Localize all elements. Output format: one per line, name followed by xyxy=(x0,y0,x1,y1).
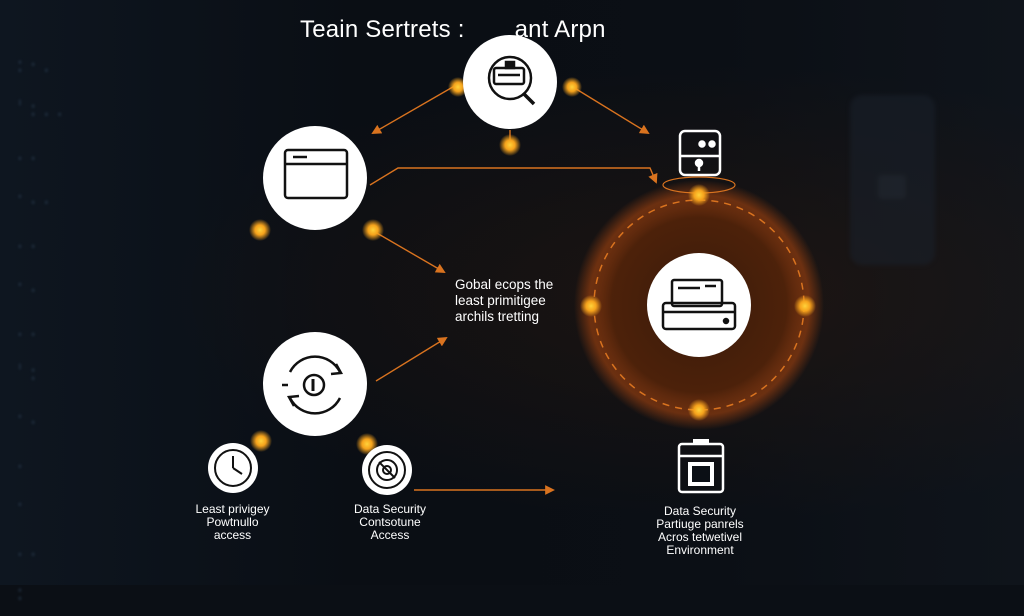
dot xyxy=(250,430,272,452)
label-line: Partiuge panrels xyxy=(656,517,744,531)
label-line: Access xyxy=(370,528,410,542)
center-note: Gobal ecops the least primitigee archils… xyxy=(455,277,553,325)
browser-window-icon xyxy=(283,148,349,200)
label-line: Environment xyxy=(666,543,734,557)
sync-cycle-icon xyxy=(282,355,344,415)
label-data-security-environment: Data Security Partiuge panrels Acros tet… xyxy=(630,505,770,557)
dot xyxy=(499,134,521,156)
dot xyxy=(249,219,271,241)
dot xyxy=(562,77,582,97)
label-line: Acros tetwetivel xyxy=(657,530,743,544)
node-bottom-right[interactable] xyxy=(677,439,725,494)
dot xyxy=(362,219,384,241)
dot xyxy=(688,184,710,206)
node-left-lower[interactable] xyxy=(263,332,367,436)
label-line: Least privigey xyxy=(195,502,270,516)
connector-browser-to-lock xyxy=(369,167,658,186)
center-note-line-3: archils tretting xyxy=(455,309,540,324)
dot xyxy=(794,295,816,317)
node-left-upper[interactable] xyxy=(263,126,367,230)
connector-sync-to-note xyxy=(375,336,448,382)
connectors xyxy=(369,83,736,495)
connector-top-to-lock xyxy=(567,83,650,135)
connector-browser-to-note xyxy=(374,231,446,273)
center-note-line-1: Gobal ecops the xyxy=(455,277,554,292)
node-right-top[interactable] xyxy=(678,129,722,177)
dot xyxy=(356,433,378,455)
diagram-canvas xyxy=(208,35,824,495)
label-line: Data Security xyxy=(353,502,427,516)
label-line: Powtnullo xyxy=(206,515,259,529)
label-line: access xyxy=(213,528,252,542)
glow-dots xyxy=(249,77,816,455)
magnifier-document-icon xyxy=(487,55,536,106)
clock-icon xyxy=(214,449,252,487)
background-lock-device xyxy=(850,95,935,265)
label-line: Data Security xyxy=(663,504,737,518)
node-bottom-left[interactable] xyxy=(208,443,258,493)
server-drive-icon xyxy=(661,278,737,331)
lock-device-icon xyxy=(678,129,722,177)
center-note-line-2: least primitigee xyxy=(455,293,546,308)
dot xyxy=(580,295,602,317)
gear-cycle-icon xyxy=(368,451,406,489)
title-part-1: Teain Sertrets : xyxy=(300,16,465,43)
node-hub[interactable] xyxy=(647,253,751,357)
node-top[interactable] xyxy=(463,35,557,129)
connector-top-to-browser xyxy=(371,83,459,134)
label-least-privilege: Least privigey Powtnullo access xyxy=(175,503,290,542)
dot xyxy=(688,399,710,421)
title-part-2: ant Arpn xyxy=(514,16,606,43)
node-bottom-middle[interactable] xyxy=(362,445,412,495)
diagram-title: Teain Sertrets : ant Arpn xyxy=(300,16,606,44)
label-line: Contsotune xyxy=(359,515,421,529)
label-data-security-access: Data Security Contsotune Access xyxy=(335,503,445,542)
secure-storage-icon xyxy=(677,439,725,494)
